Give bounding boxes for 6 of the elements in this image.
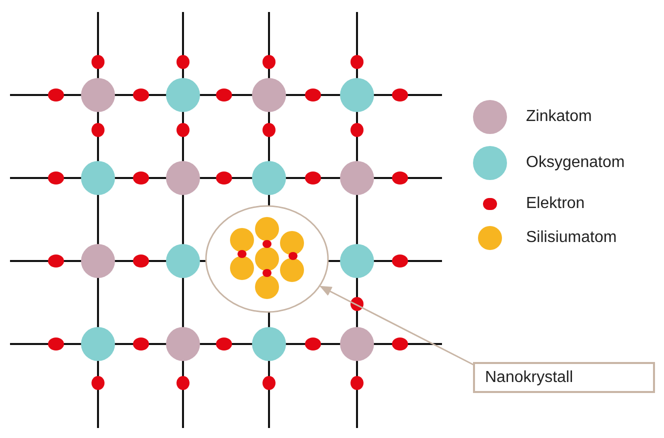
legend-label: Elektron <box>526 194 585 214</box>
legend-label: Oksygenatom <box>526 153 625 173</box>
leader-line <box>320 286 474 366</box>
label-box: Nanokrystall <box>473 362 655 393</box>
legend-label: Zinkatom <box>526 106 592 126</box>
legend-label: Silisiumatom <box>526 228 617 248</box>
